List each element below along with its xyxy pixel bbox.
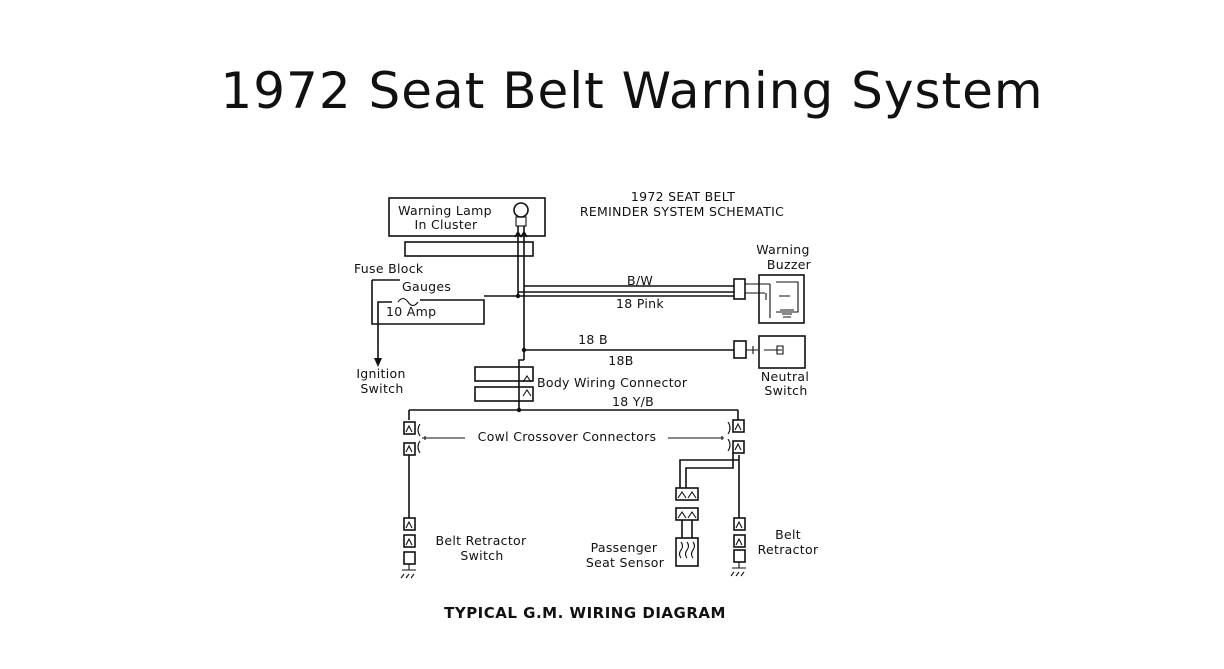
belt-retractor-label-2: Retractor	[758, 542, 819, 557]
fuse-block	[371, 279, 485, 367]
gauges-label: Gauges	[402, 279, 451, 294]
body-connector-label: Body Wiring Connector	[537, 375, 688, 390]
schematic-heading-line1: 1972 SEAT BELT	[631, 189, 735, 204]
wire-bw: B/W	[627, 273, 653, 288]
cowl-connectors-label: Cowl Crossover Connectors	[478, 429, 657, 444]
ignition-label-2: Switch	[360, 381, 403, 396]
neutral-label-1: Neutral	[761, 369, 809, 384]
amp-label: 10 Amp	[386, 304, 436, 319]
passenger-sensor-label-2: Seat Sensor	[586, 555, 665, 570]
schematic-heading-line2: REMINDER SYSTEM SCHEMATIC	[580, 204, 784, 219]
buzzer-label-2: Buzzer	[767, 257, 812, 272]
cowl-crossover-connectors	[403, 419, 745, 456]
wire-pink: 18 Pink	[616, 296, 664, 311]
belt-retractor-switch-label-1: Belt Retractor	[436, 533, 527, 548]
belt-retractor-switch-label-2: Switch	[460, 548, 503, 563]
lamp-connector	[404, 241, 534, 257]
warning-buzzer	[733, 274, 805, 324]
warning-lamp-label-2: In Cluster	[415, 217, 479, 232]
page-title: 1972 Seat Belt Warning System	[220, 62, 1044, 120]
passenger-seat-sensor	[675, 453, 740, 567]
belt-retractor-switch	[400, 455, 416, 579]
neutral-label-2: Switch	[764, 383, 807, 398]
warning-lamp-label-1: Warning Lamp	[398, 203, 492, 218]
wire-18b-lower: 18B	[608, 353, 633, 368]
wire-18b: 18 B	[578, 332, 608, 347]
ignition-label-1: Ignition	[356, 366, 405, 381]
warning-lamp	[388, 197, 546, 237]
passenger-sensor-label-1: Passenger	[591, 540, 658, 555]
diagram-caption: TYPICAL G.M. WIRING DIAGRAM	[444, 604, 726, 622]
belt-retractor	[730, 517, 746, 577]
buzzer-label-1: Warning	[756, 242, 810, 257]
wire-yb: 18 Y/B	[612, 394, 654, 409]
fuse-block-label: Fuse Block	[354, 261, 424, 276]
neutral-switch	[733, 335, 806, 369]
belt-retractor-label-1: Belt	[775, 527, 801, 542]
body-wiring-connector	[474, 350, 534, 410]
